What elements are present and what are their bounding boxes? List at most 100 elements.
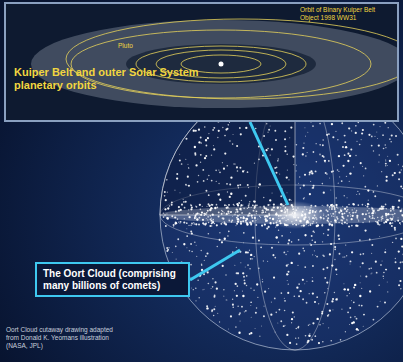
comet-dot	[321, 311, 323, 313]
comet-dot	[198, 297, 200, 299]
comet-dot	[241, 306, 243, 308]
comet-dot	[242, 272, 244, 274]
comet-dot	[356, 194, 357, 195]
comet-dot	[223, 168, 225, 170]
comet-dot	[314, 335, 316, 337]
comet-dot	[167, 207, 169, 209]
comet-dot	[347, 153, 349, 155]
comet-dot	[261, 224, 263, 226]
comet-dot	[200, 162, 201, 163]
comet-dot	[315, 143, 316, 144]
comet-dot	[176, 177, 178, 179]
comet-dot	[178, 222, 179, 223]
comet-dot	[350, 317, 352, 319]
comet-dot	[190, 204, 192, 206]
comet-dot	[300, 290, 302, 292]
comet-dot	[384, 122, 386, 124]
comet-dot	[322, 144, 324, 146]
comet-dot	[289, 199, 291, 201]
comet-dot	[316, 256, 318, 258]
comet-dot	[164, 195, 166, 197]
comet-dot	[287, 274, 289, 276]
comet-dot	[198, 129, 200, 131]
comet-dot	[288, 239, 290, 241]
comet-dot	[248, 205, 250, 207]
comet-dot	[272, 254, 274, 256]
comet-dot	[275, 331, 276, 332]
comet-dot	[219, 171, 221, 173]
comet-dot	[277, 158, 278, 159]
comet-dot	[353, 203, 355, 205]
comet-dot	[353, 301, 355, 303]
comet-dot	[394, 227, 396, 229]
credit-text: Oort Cloud cutaway drawing adapted from …	[6, 326, 126, 349]
comet-dot	[322, 155, 324, 157]
comet-dot	[398, 284, 400, 286]
comet-dot	[224, 204, 226, 206]
comet-dot	[306, 281, 307, 282]
comet-dot	[239, 127, 241, 129]
comet-dot	[350, 264, 351, 265]
comet-dot	[200, 137, 202, 139]
comet-dot	[233, 204, 235, 206]
comet-dot	[191, 232, 193, 234]
comet-dot	[378, 284, 379, 285]
comet-dot	[347, 311, 349, 313]
comet-dot	[224, 152, 226, 154]
comet-dot	[188, 185, 190, 187]
comet-dot	[236, 145, 238, 147]
comet-dot	[274, 167, 276, 169]
comet-dot	[267, 261, 268, 262]
comet-dot	[227, 235, 229, 237]
comet-dot	[327, 229, 329, 231]
comet-dot	[344, 256, 345, 257]
comet-dot	[266, 227, 268, 229]
comet-dot	[313, 151, 315, 153]
comet-dot	[179, 159, 181, 161]
comet-dot	[365, 205, 366, 206]
comet-dot	[362, 262, 364, 264]
comet-dot	[334, 242, 335, 243]
kuiper-belt-illustration	[6, 4, 397, 120]
comet-dot	[344, 195, 345, 196]
comet-dot	[284, 146, 286, 148]
comet-dot	[202, 169, 204, 171]
comet-dot	[205, 155, 207, 157]
comet-dot	[341, 180, 343, 182]
comet-dot	[200, 142, 202, 144]
comet-dot	[202, 222, 204, 224]
comet-dot	[256, 307, 258, 309]
comet-dot	[247, 251, 249, 253]
comet-dot	[232, 143, 234, 145]
comet-dot	[267, 148, 269, 150]
comet-dot	[237, 170, 239, 172]
comet-dot	[236, 285, 238, 287]
comet-dot	[181, 204, 183, 206]
comet-dot	[172, 252, 173, 253]
comet-dot	[287, 280, 288, 281]
comet-dot	[319, 324, 321, 326]
kbo-orbit	[66, 19, 397, 99]
comet-dot	[328, 224, 330, 226]
comet-dot	[309, 293, 310, 294]
comet-dot	[201, 264, 203, 266]
comet-dot	[402, 221, 403, 223]
comet-dot	[247, 184, 249, 186]
comet-dot	[258, 187, 259, 188]
comet-dot	[305, 136, 306, 137]
comet-dot	[250, 301, 252, 303]
comet-dot	[284, 325, 285, 326]
comet-dot	[217, 313, 218, 314]
comet-dot	[274, 298, 276, 300]
comet-dot	[179, 154, 180, 155]
comet-dot	[173, 224, 175, 226]
comet-dot	[296, 286, 298, 288]
comet-dot	[253, 290, 254, 291]
comet-dot	[335, 197, 336, 198]
comet-dot	[262, 279, 263, 280]
comet-dot	[273, 276, 275, 278]
comet-dot	[349, 260, 351, 262]
comet-dot	[311, 339, 313, 341]
comet-dot	[379, 236, 380, 237]
comet-dot	[373, 319, 375, 321]
